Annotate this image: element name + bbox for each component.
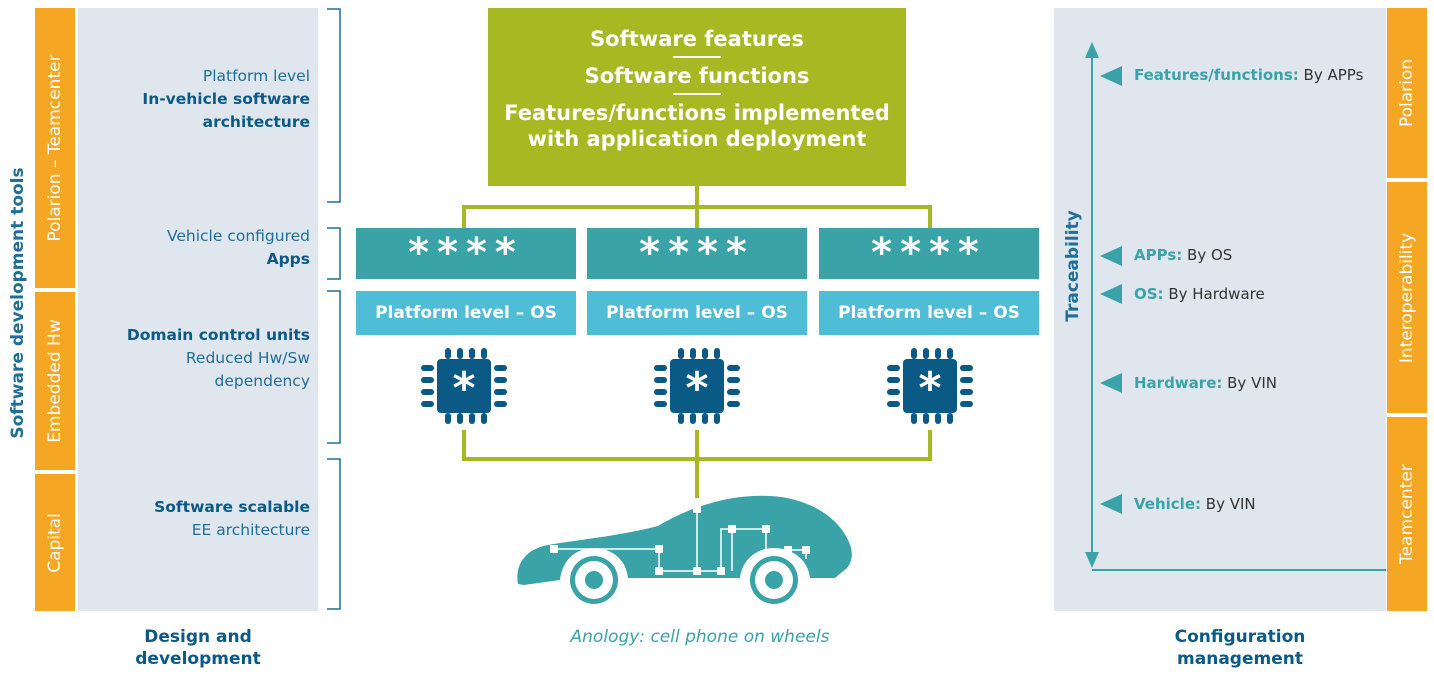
bottom-connector <box>462 430 932 498</box>
design-panel <box>78 8 318 611</box>
trace-value: By VIN <box>1227 374 1277 392</box>
trace-item-os: OS: By Hardware <box>1134 285 1265 303</box>
arrow-up-icon <box>1085 42 1099 58</box>
trace-key: Hardware: <box>1134 374 1223 392</box>
bracket <box>327 458 341 610</box>
level-text-bold: Software scalable <box>154 498 310 516</box>
app-box-1: **** <box>356 228 576 279</box>
tool-embedded-hw: Embedded Hw <box>35 292 75 470</box>
tool-capital: Capital <box>35 474 75 611</box>
level-brackets <box>327 8 341 610</box>
tool-polarion-teamcenter: Polarion – Teamcenter <box>35 8 75 288</box>
level-text-bold: architecture <box>202 113 310 131</box>
traceability-axis <box>1085 42 1386 571</box>
implemented-line: Features/functions implemented <box>504 101 890 125</box>
label-line: management <box>1177 649 1303 669</box>
arrow-down-icon <box>1085 552 1099 568</box>
trace-item-apps: APPs: By OS <box>1134 246 1232 264</box>
trace-value: By VIN <box>1205 495 1256 513</box>
bracket <box>327 290 341 444</box>
level-text-bold: In-vehicle software <box>142 90 310 108</box>
level-platform: Platform level In-vehicle software archi… <box>142 65 310 134</box>
features-line: Software features <box>590 27 804 51</box>
separator <box>673 93 721 95</box>
separator <box>673 56 721 58</box>
configuration-management-label: Configuration management <box>1140 626 1340 670</box>
level-domain-control: Domain control units Reduced Hw/Sw depen… <box>127 324 310 393</box>
os-box-1: Platform level – OS <box>356 291 576 335</box>
arrow-left-icon <box>1100 494 1122 514</box>
level-text: EE architecture <box>191 521 310 539</box>
trace-key: OS: <box>1134 285 1164 303</box>
tool-interoperability: Interoperability <box>1387 182 1427 413</box>
trace-value: By Hardware <box>1168 285 1265 303</box>
deployment-line: with application deployment <box>527 127 867 151</box>
level-text: Vehicle configured <box>166 227 310 245</box>
software-features-box: Software features Software functions Fea… <box>488 8 906 186</box>
tool-polarion-right: Polarion <box>1387 8 1427 178</box>
label-line: Configuration <box>1174 627 1306 647</box>
tool-label: Polarion <box>1397 58 1417 128</box>
os-box-3: Platform level – OS <box>819 291 1039 335</box>
level-text: Reduced Hw/Sw <box>185 349 310 367</box>
car-icon <box>517 495 852 604</box>
bracket <box>327 227 341 280</box>
level-text: dependency <box>214 372 310 390</box>
level-ee: Software scalable EE architecture <box>154 496 310 542</box>
chip-icon: * <box>421 348 507 424</box>
label-line: Design and <box>144 627 252 647</box>
bracket <box>327 8 341 203</box>
trace-item-vehicle: Vehicle: By VIN <box>1134 495 1256 513</box>
traceability-label: Traceability <box>1063 210 1083 322</box>
trace-item-features: Features/functions: By APPs <box>1134 66 1363 84</box>
design-development-label: Design and development <box>118 626 278 670</box>
trace-key: Vehicle: <box>1134 495 1201 513</box>
level-text: Platform level <box>202 67 310 85</box>
chip-symbol: * <box>452 363 475 414</box>
app-box-2: **** <box>587 228 807 279</box>
tool-label: Teamcenter <box>1397 464 1417 564</box>
trace-value: By APPs <box>1303 66 1364 84</box>
os-box-2: Platform level – OS <box>587 291 807 335</box>
tool-teamcenter-right: Teamcenter <box>1387 417 1427 611</box>
trace-key: Features/functions: <box>1134 66 1299 84</box>
trace-key: APPs: <box>1134 246 1183 264</box>
arrow-left-icon <box>1100 246 1122 266</box>
level-text-bold: Apps <box>266 250 310 268</box>
label-line: development <box>135 649 261 669</box>
chip-icon: * <box>654 348 740 424</box>
tool-label: Interoperability <box>1397 232 1417 363</box>
top-connector <box>462 186 932 228</box>
analogy-caption: Anology: cell phone on wheels <box>570 627 830 647</box>
app-box-3: **** <box>819 228 1039 279</box>
arrow-left-icon <box>1100 66 1122 86</box>
level-text-bold: Domain control units <box>126 326 310 344</box>
arrow-left-icon <box>1100 373 1122 393</box>
arrow-left-icon <box>1100 284 1122 304</box>
chip-symbol: * <box>918 363 941 414</box>
trace-item-hardware: Hardware: By VIN <box>1134 374 1277 392</box>
functions-line: Software functions <box>584 64 810 88</box>
trace-value: By OS <box>1187 246 1233 264</box>
chip-icon: * <box>887 348 973 424</box>
chip-symbol: * <box>685 363 708 414</box>
level-apps: Vehicle configured Apps <box>167 225 310 271</box>
